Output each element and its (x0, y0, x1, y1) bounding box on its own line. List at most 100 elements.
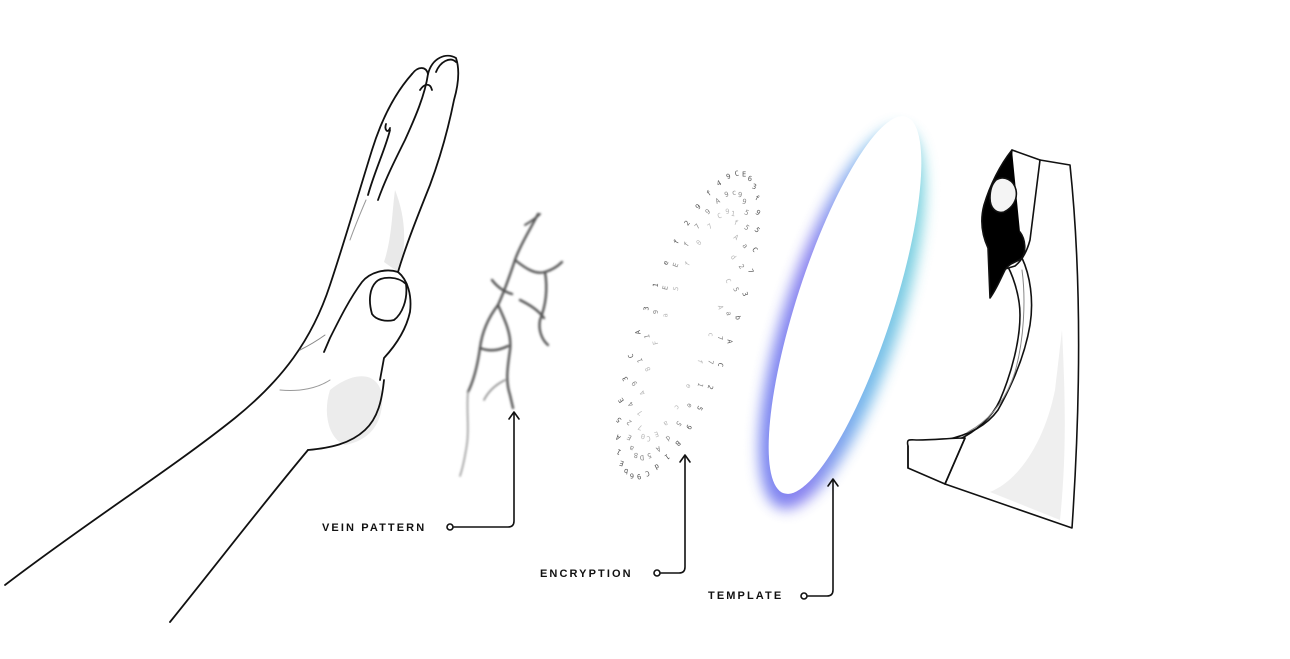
encryption-glyph: 2 (706, 384, 715, 390)
vein-pattern-arrowhead (508, 411, 520, 420)
encryption-glyph: a (741, 242, 750, 251)
encryption-glyph: d (653, 462, 660, 471)
encryption-arrowhead (679, 454, 691, 463)
encryption-glyph: 9 (754, 208, 762, 217)
encryption-glyph: a (662, 419, 670, 428)
encryption-glyph: E (742, 171, 746, 179)
encryption-glyph: 4 (639, 388, 648, 396)
encryption-glyph: c (732, 189, 737, 197)
template-arrowhead (827, 478, 839, 487)
encryption-glyph: 7 (706, 359, 715, 365)
encryption-glyph: f (705, 189, 713, 198)
encryption-glyph: d (729, 253, 738, 261)
encryption-glyph: 1 (643, 334, 652, 340)
encryption-glyph: 6 (747, 175, 752, 184)
encryption-glyph: E (617, 396, 626, 404)
encryption-glyph: f (682, 241, 691, 249)
encryption-glyph: 2 (683, 219, 692, 227)
encryption-glyph: A (714, 196, 722, 205)
encryption-glyph: 1 (636, 357, 645, 364)
encryption-glyph: 7 (716, 336, 724, 340)
encryption-glyph: b (623, 467, 628, 476)
encryption-glyph: E (619, 459, 625, 468)
encryption-glyph: 0 (640, 432, 645, 440)
encryption-glyph: e (685, 402, 694, 410)
encryption-glyph: 5 (674, 419, 683, 428)
template-label: TEMPLATE (708, 590, 784, 602)
encryption-glyph: 9 (725, 208, 730, 216)
encryption-glyph: A (634, 329, 643, 335)
encryption-glyph: A (614, 432, 623, 441)
encryption-glyph: 5 (695, 404, 704, 411)
encryption-glyph: C (644, 469, 650, 478)
vein-pattern-leader (453, 412, 515, 528)
encryption-glyph: 9 (741, 198, 747, 207)
encryption-label: ENCRYPTION (540, 568, 633, 580)
encryption-glyph: C (750, 246, 759, 254)
encryption-glyph: 8 (644, 365, 653, 372)
encryption-glyph: 3 (621, 375, 630, 382)
encryption-glyph: 5 (672, 286, 681, 292)
template-disc-illustration (759, 116, 925, 510)
encryption-glyph: 5 (615, 415, 624, 424)
encryption-glyph: a (661, 313, 669, 317)
encryption-glyph: C (627, 353, 636, 359)
encryption-glyph: 7 (706, 222, 714, 231)
encryption-glyph: 7 (636, 408, 644, 417)
encryption-glyph: 5 (743, 208, 750, 217)
encryption-glyph: e (684, 382, 693, 389)
encryption-glyph: D (639, 453, 644, 461)
encryption-glyph: E (653, 429, 660, 438)
encryption-glyph: 3 (643, 306, 651, 310)
encryption-glyph: 4 (627, 400, 636, 409)
encryption-glyph: 9 (725, 172, 731, 181)
encryption-glyph: 0 (695, 239, 704, 247)
encryption-glyph: A (726, 339, 734, 344)
encryption-glyph: e (661, 260, 670, 266)
encryption-glyph: C (734, 170, 739, 179)
encryption-glyph: B (673, 439, 682, 448)
encryption-glyph: 1 (652, 282, 661, 287)
encryption-node (653, 569, 661, 577)
encryption-glyph: 1 (730, 210, 735, 218)
encryption-glyph: 3 (751, 182, 757, 191)
encryption-glyph: 9 (652, 310, 660, 314)
encryption-glyph: 9 (724, 190, 730, 199)
encryption-glyph: b (733, 315, 742, 320)
encryption-glyph: 1 (696, 381, 705, 388)
encryption-glyph: 7 (637, 423, 644, 432)
encryption-leader (660, 455, 686, 574)
encryption-glyph: 9 (694, 203, 703, 212)
encryption-glyph: 9 (684, 423, 693, 431)
encryption-glyph: 6 (630, 472, 634, 480)
encryption-glyph: 2 (625, 418, 633, 427)
encryption-glyph: A (654, 444, 662, 453)
encryption-glyph: C (646, 434, 651, 442)
vein-pattern-illustration (459, 212, 564, 477)
encryption-glyph: f (683, 260, 692, 267)
template-leader (807, 479, 834, 597)
hand-illustration (4, 54, 460, 623)
encryption-glyph: 4 (715, 179, 722, 188)
palm-scanner-illustration (906, 149, 1080, 529)
encryption-glyph: 9 (738, 191, 743, 199)
encryption-glyph: 3 (740, 291, 749, 297)
vein-pattern-node (446, 523, 454, 531)
encryption-glyph: a (724, 311, 733, 317)
encryption-glyph: E (626, 433, 633, 442)
encryption-glyph: c (672, 403, 681, 411)
encryption-glyph: C (716, 362, 725, 367)
encryption-glyph: 5 (753, 226, 762, 235)
encryption-glyph: f (672, 238, 681, 245)
encryption-glyph: d (664, 434, 672, 443)
encryption-glyph: C (716, 212, 723, 221)
template-node (800, 592, 808, 600)
encryption-glyph: 2 (737, 263, 746, 271)
encryption-glyph: C (723, 277, 732, 284)
encryption-glyph: 1 (663, 452, 671, 461)
encryption-glyph: A (716, 304, 725, 311)
encryption-glyph: F (651, 340, 660, 346)
encryption-glyph: E (661, 285, 670, 291)
